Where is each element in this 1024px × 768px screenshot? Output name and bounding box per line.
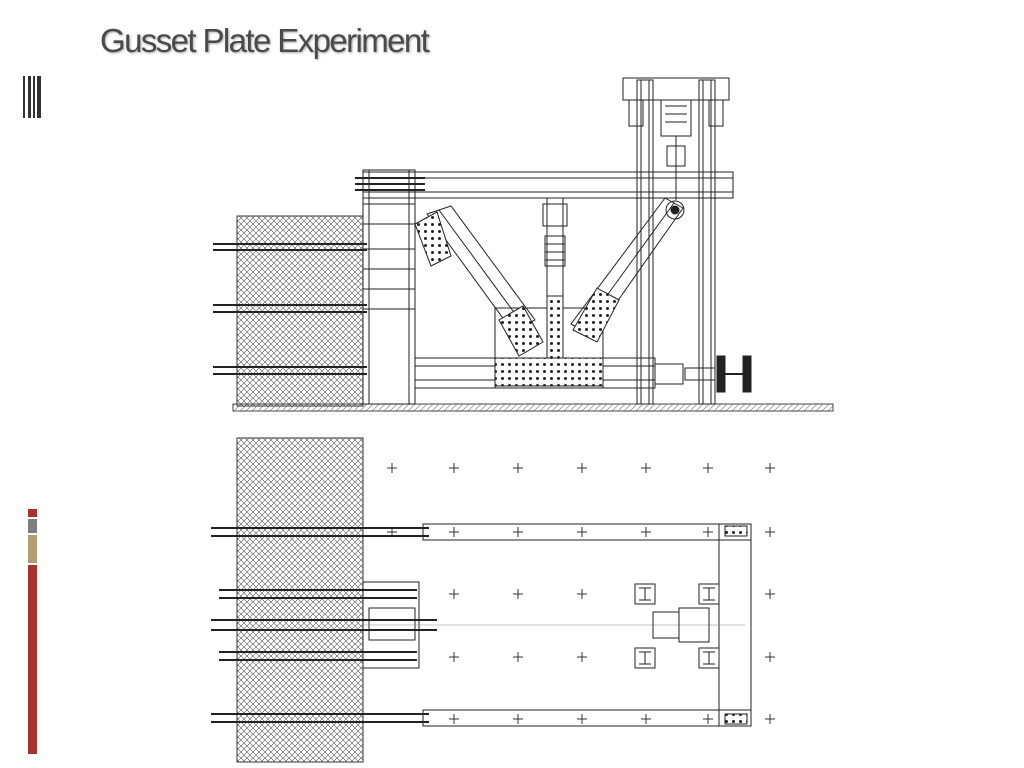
plan-view xyxy=(211,437,775,763)
left-diagonal-brace xyxy=(414,205,544,357)
slide-title: Gusset Plate Experiment xyxy=(100,22,430,59)
accent-bar-gray xyxy=(28,519,37,533)
frame-member-bottom xyxy=(422,709,752,727)
frame-posts xyxy=(634,583,720,669)
right-diagonal-brace xyxy=(570,197,685,343)
loading-frame xyxy=(622,77,730,405)
column xyxy=(362,169,416,405)
ground-line xyxy=(232,403,834,412)
anchor-grid xyxy=(387,463,775,724)
horizontal-actuator xyxy=(654,355,752,393)
actuator xyxy=(660,99,692,137)
gusset-plate-drawing xyxy=(211,77,834,763)
elevation-view xyxy=(213,77,834,412)
vertical-link xyxy=(546,197,564,297)
gusset-bolt-group xyxy=(494,357,604,387)
anchor-rods xyxy=(213,243,367,375)
plan-rods xyxy=(211,527,437,723)
accent-bar-red xyxy=(28,565,37,754)
accent-bar-tan xyxy=(28,535,37,563)
vertical-lines-icon xyxy=(23,76,41,118)
accent-bar-red-top xyxy=(28,509,37,517)
